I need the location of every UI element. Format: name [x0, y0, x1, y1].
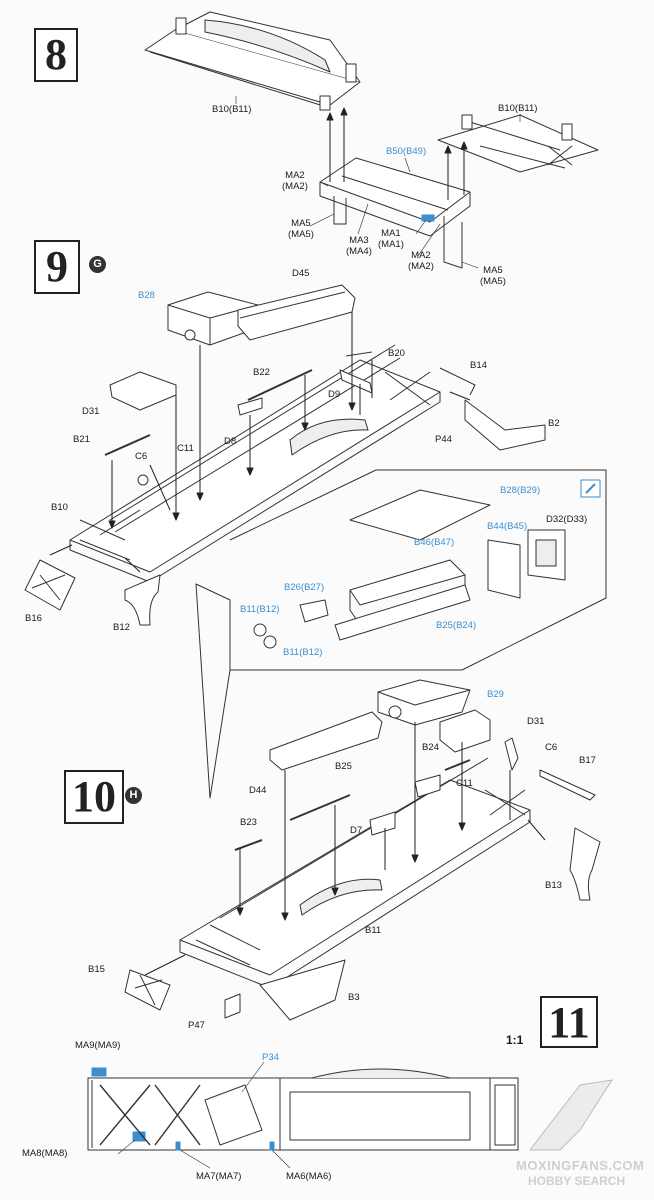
label-b25: B25	[335, 761, 352, 772]
step9-parts	[24, 284, 476, 626]
label-p44: P44	[435, 434, 452, 445]
label-b13: B13	[545, 880, 562, 891]
label-ma2-right: MA2 (MA2)	[408, 250, 434, 272]
label-b20: B20	[388, 348, 405, 359]
label-ma9: MA9(MA9)	[75, 1040, 121, 1051]
label-d7: D7	[350, 825, 363, 836]
label-b44-b45: B44(B45)	[487, 521, 528, 532]
label-c6-s10: C6	[545, 742, 558, 753]
label-b16: B16	[25, 613, 42, 624]
step8-frame-right	[437, 114, 599, 173]
label-b22: B22	[253, 367, 270, 378]
label-ma5-left: MA5 (MA5)	[288, 218, 314, 240]
step8-frame-top	[144, 11, 361, 111]
label-b11-b12-top: B11(B12)	[240, 604, 280, 615]
label-b23: B23	[240, 817, 257, 828]
label-b28-b29: B28(B29)	[500, 485, 541, 496]
step10-parts	[124, 679, 601, 1019]
label-ma5-right: MA5 (MA5)	[480, 265, 506, 287]
label-b21: B21	[73, 434, 90, 445]
label-b25-b24: B25(B24)	[436, 620, 477, 631]
label-b10-left: B10(B11)	[212, 104, 252, 115]
label-b11-b12-bottom: B11(B12)	[283, 647, 323, 658]
step9-arrows	[49, 312, 471, 573]
detail-callout	[195, 469, 607, 799]
watermark-site: MOXINGFANS.COM	[516, 1158, 645, 1173]
label-ma8: MA8(MA8)	[22, 1148, 68, 1159]
label-d31-s10: D31	[527, 716, 545, 727]
label-b10: B10	[51, 502, 68, 513]
label-b2: B2	[548, 418, 560, 429]
label-d9: D9	[328, 389, 341, 400]
label-ma6: MA6(MA6)	[286, 1171, 332, 1182]
label-ma3: MA3 (MA4)	[346, 235, 372, 257]
label-d45: D45	[292, 268, 310, 279]
label-b26-b27: B26(B27)	[284, 582, 325, 593]
label-d8: D8	[224, 436, 237, 447]
step9-chassis	[69, 344, 546, 583]
label-b10-right: B10(B11)	[498, 103, 538, 114]
step-10-box: 10	[64, 770, 124, 824]
label-b11: B11	[365, 925, 382, 936]
step11-side-view	[87, 1061, 613, 1169]
watermark-search: HOBBY SEARCH	[528, 1174, 626, 1188]
label-ma7: MA7(MA7)	[196, 1171, 242, 1182]
label-b15: B15	[88, 964, 105, 975]
label-b28: B28	[138, 290, 155, 301]
label-b24: B24	[422, 742, 439, 753]
label-b50: B50(B49)	[386, 146, 427, 157]
step10-arrows	[144, 722, 546, 976]
step-11-box: 11	[540, 996, 598, 1048]
label-c11: C11	[177, 443, 194, 454]
label-c11-s10: C11	[456, 778, 473, 789]
label-b12: B12	[113, 622, 130, 633]
label-b29: B29	[487, 689, 504, 700]
step-9-box: 9	[34, 240, 80, 294]
label-d31: D31	[82, 406, 100, 417]
label-ma1: MA1 (MA1)	[378, 228, 404, 250]
label-b14: B14	[470, 360, 487, 371]
option-g-badge: G	[89, 256, 106, 273]
label-d32-d33: D32(D33)	[546, 514, 588, 525]
step8-arrows	[235, 96, 521, 269]
label-b3: B3	[348, 992, 360, 1003]
label-p34: P34	[262, 1052, 279, 1063]
scale-label: 1:1	[506, 1033, 524, 1047]
label-b46-b47: B46(B47)	[414, 537, 455, 548]
label-c6: C6	[135, 451, 148, 462]
label-d44: D44	[249, 785, 267, 796]
step10-chassis	[179, 757, 531, 1021]
label-b17: B17	[579, 755, 596, 766]
label-p47: P47	[188, 1020, 205, 1031]
option-h-badge: H	[125, 787, 142, 804]
step-8-box: 8	[34, 28, 78, 82]
label-ma2-left: MA2 (MA2)	[282, 170, 308, 192]
